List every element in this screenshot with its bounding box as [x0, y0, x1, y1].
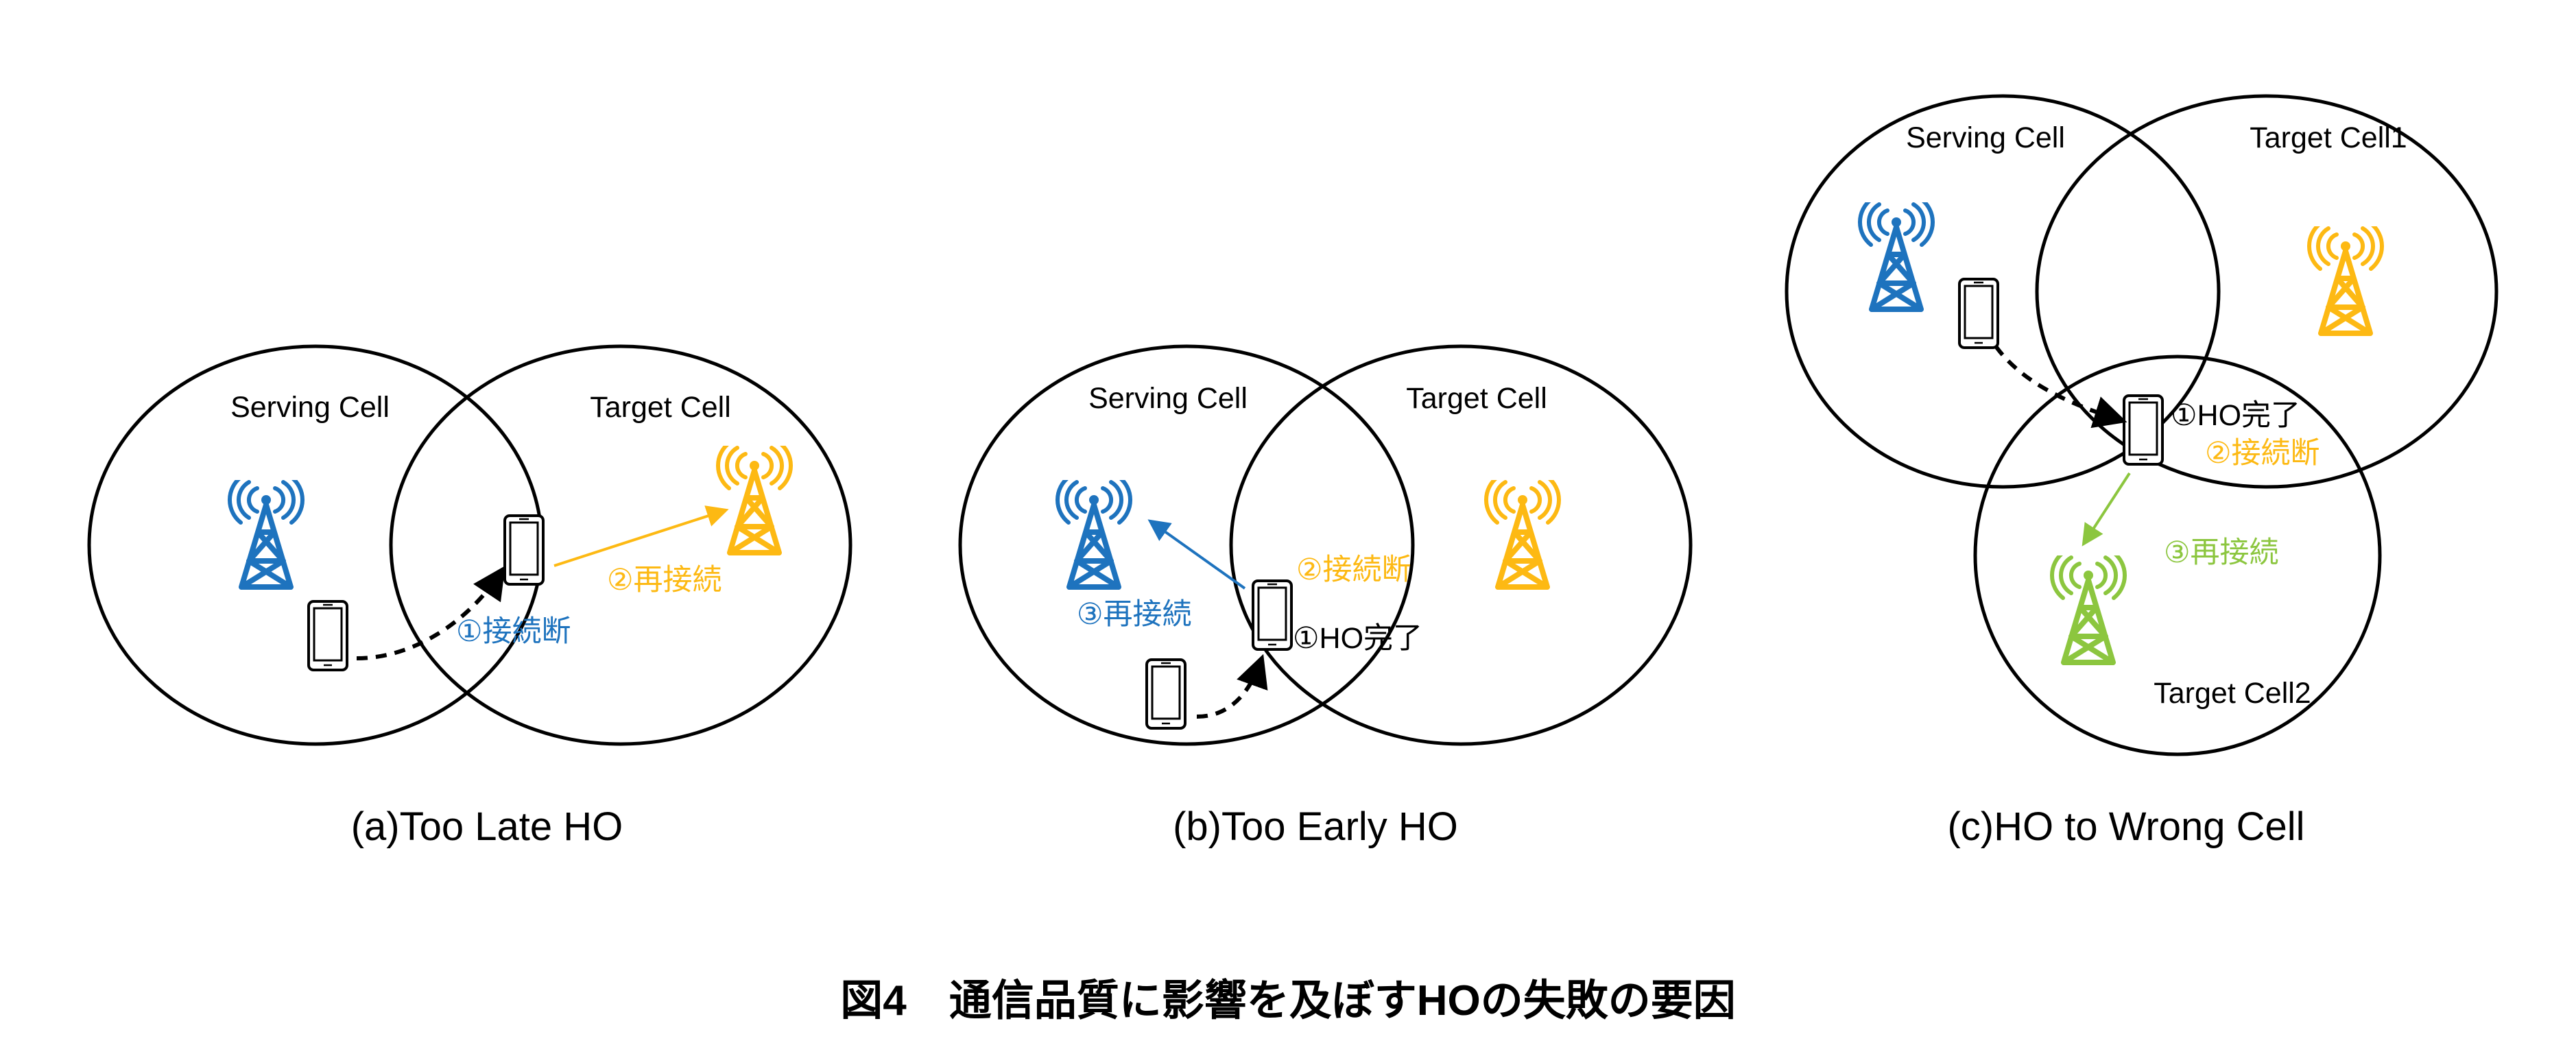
panel-ho-to-wrong-cell: Serving Cell Target Cell1 Target Cell2 ①… [1785, 94, 2499, 849]
serving-tower-icon [1860, 200, 1933, 309]
handover-smartphone-icon [503, 514, 545, 586]
panel-c-caption: (c)HO to Wrong Cell [1947, 804, 2304, 849]
movement-arrow [1994, 345, 2127, 429]
step-ho-complete-label: ①HO完了 [2171, 399, 2300, 432]
target-cell-label: Target Cell [590, 391, 731, 424]
movement-arrow [1196, 654, 1268, 719]
target-cell-label: Target Cell [1406, 382, 1547, 415]
serving-tower-icon [1058, 477, 1130, 587]
panel-too-late-ho: Serving Cell Target Cell ①接続断 ②再接続 (a)To… [87, 344, 852, 849]
panel-b-caption: (b)Too Early HO [1173, 804, 1458, 849]
target-cell1-label: Target Cell1 [2250, 121, 2407, 154]
serving-cell-area [1785, 94, 2221, 489]
handover-smartphone-icon [1252, 579, 1293, 651]
step-disconnect-label: ②接続断 [1296, 553, 1411, 586]
start-smartphone-icon [1145, 658, 1186, 730]
start-smartphone-icon [1958, 278, 1999, 349]
target-cell2-label: Target Cell2 [2154, 677, 2311, 710]
serving-tower-icon [230, 477, 302, 587]
panel-too-early-ho: Serving Cell Target Cell ①HO完了 ②接続断 ③再接続… [958, 344, 1693, 849]
target-cell2-area [1973, 355, 2382, 756]
target2-tower-icon [2052, 553, 2125, 662]
step-ho-complete-label: ①HO完了 [1293, 622, 1422, 655]
figure-title: 図4 通信品質に影響を及ぼすHOの失敗の要因 [840, 977, 1735, 1025]
serving-cell-label: Serving Cell [1906, 121, 2065, 154]
step-reconnect-label: ③再接続 [1077, 598, 1192, 631]
step-reconnect-label: ③再接続 [2164, 536, 2279, 569]
start-smartphone-icon [307, 600, 348, 671]
target-cell1-area [2035, 94, 2499, 489]
target-cell-area [389, 344, 852, 746]
serving-cell-area [958, 344, 1415, 746]
movement-arrow [356, 566, 505, 660]
serving-cell-label: Serving Cell [230, 391, 390, 424]
step-reconnect-label: ②再接続 [607, 564, 722, 597]
reconnect-arrow [553, 505, 729, 567]
reconnect-arrow [1147, 519, 1246, 590]
handover-smartphone-icon [2123, 394, 2164, 466]
step-disconnect-label: ②接続断 [2205, 437, 2320, 470]
target-tower-icon [718, 443, 791, 553]
serving-cell-label: Serving Cell [1088, 382, 1248, 415]
panel-a-caption: (a)Too Late HO [351, 804, 623, 849]
target1-tower-icon [2309, 224, 2382, 333]
target-tower-icon [1486, 477, 1559, 587]
target-cell-area [1229, 344, 1693, 746]
reconnect-arrow [2082, 472, 2131, 547]
step-disconnect-label: ①接続断 [456, 615, 571, 648]
